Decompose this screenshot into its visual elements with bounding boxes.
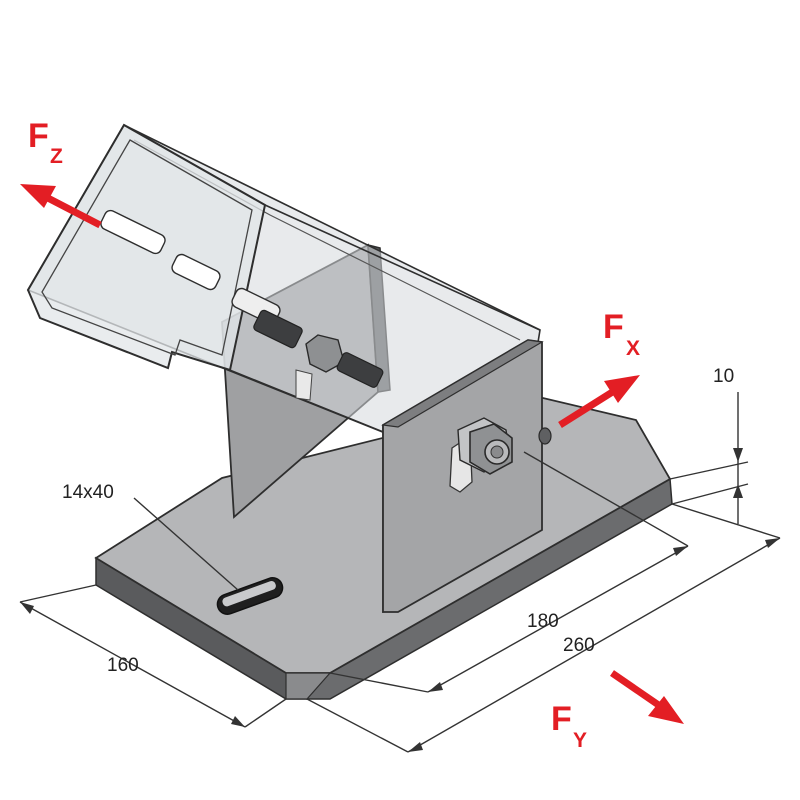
dim-length-label: 260 bbox=[563, 635, 595, 656]
end-plate bbox=[381, 339, 552, 613]
channel-slot-1 bbox=[100, 209, 166, 255]
force-label-fz-sub: Z bbox=[50, 145, 63, 168]
dimension-lines bbox=[19, 392, 781, 753]
force-label-fx: F X bbox=[603, 308, 640, 360]
rear-bolt-tip bbox=[538, 427, 552, 445]
force-arrows bbox=[20, 184, 684, 724]
force-arrow-fz bbox=[20, 184, 102, 229]
force-label-fz-main: F bbox=[28, 117, 49, 155]
slot-leader bbox=[133, 497, 239, 591]
force-label-fz: F Z bbox=[28, 117, 63, 168]
dim-width-label: 160 bbox=[107, 655, 139, 676]
channel-slot-2 bbox=[171, 253, 221, 291]
force-label-fx-main: F bbox=[603, 308, 624, 346]
force-label-fx-sub: X bbox=[626, 337, 640, 360]
dim-hole-spacing-label: 180 bbox=[527, 611, 559, 632]
dim-line-160 bbox=[19, 601, 246, 728]
end-plate-top-edge bbox=[381, 339, 544, 428]
channel-fixing bbox=[253, 309, 384, 401]
slot-hole bbox=[216, 577, 284, 615]
force-label-fy: F Y bbox=[551, 700, 587, 752]
channel-end-inner bbox=[41, 139, 253, 356]
dim-thickness-label: 10 bbox=[713, 366, 734, 387]
dim-line-260 bbox=[407, 537, 781, 753]
force-arrow-fx bbox=[558, 375, 640, 428]
dim-slot-label: 14x40 bbox=[62, 482, 114, 503]
dimension-arrowheads bbox=[20, 448, 780, 752]
dim-line-180 bbox=[427, 545, 689, 693]
force-label-fy-main: F bbox=[551, 700, 572, 738]
force-arrow-fy bbox=[610, 670, 684, 724]
force-label-fy-sub: Y bbox=[573, 729, 587, 752]
base-plate-chamfer bbox=[285, 672, 332, 700]
hex-bolt-and-nut bbox=[457, 417, 513, 475]
